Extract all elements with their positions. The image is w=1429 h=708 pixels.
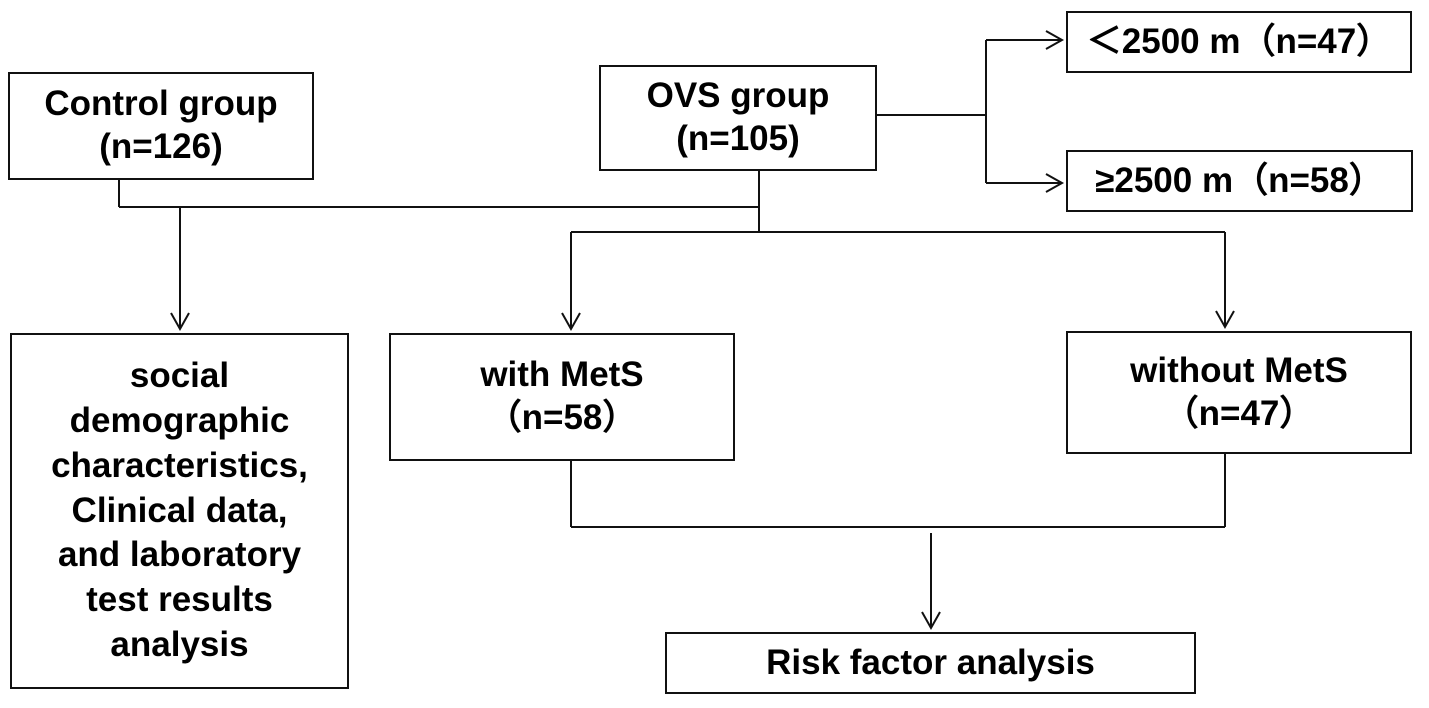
with-mets-title: with MetS bbox=[480, 355, 644, 395]
high-altitude-label: ≥2500 m（n=58） bbox=[1095, 160, 1384, 200]
low-altitude-label: ＜2500 m（n=47） bbox=[1086, 21, 1392, 61]
ovs-group-title: OVS group bbox=[646, 76, 830, 116]
analysis-line: demographic bbox=[69, 401, 290, 440]
arrowhead-risk bbox=[921, 611, 941, 631]
arrowhead-social bbox=[170, 312, 190, 332]
arrowhead-with-mets bbox=[561, 312, 581, 332]
low-altitude-box: ＜2500 m（n=47） bbox=[1066, 11, 1412, 73]
without-mets-title: without MetS bbox=[1130, 350, 1348, 390]
analysis-description-box: social demographic characteristics, Clin… bbox=[10, 333, 349, 689]
control-group-box: Control group (n=126) bbox=[8, 72, 314, 180]
analysis-line: Clinical data, bbox=[71, 490, 288, 530]
analysis-line: test results bbox=[86, 580, 273, 620]
control-group-count: (n=126) bbox=[99, 127, 223, 166]
arrowhead-without-mets bbox=[1215, 310, 1235, 330]
ovs-group-box: OVS group (n=105) bbox=[599, 65, 877, 171]
ovs-group-count: (n=105) bbox=[676, 119, 800, 158]
risk-factor-label: Risk factor analysis bbox=[766, 642, 1095, 682]
control-group-title: Control group bbox=[44, 84, 278, 124]
without-mets-box: without MetS （n=47） bbox=[1066, 331, 1412, 454]
analysis-line: and laboratory bbox=[57, 535, 302, 575]
analysis-line: characteristics, bbox=[51, 445, 308, 485]
with-mets-box: with MetS （n=58） bbox=[389, 333, 735, 461]
analysis-line: analysis bbox=[110, 624, 249, 664]
risk-factor-box: Risk factor analysis bbox=[665, 632, 1196, 694]
high-altitude-box: ≥2500 m（n=58） bbox=[1066, 150, 1413, 212]
analysis-line: social bbox=[129, 356, 230, 396]
without-mets-count: （n=47） bbox=[1163, 393, 1315, 433]
arrowhead-high-altitude bbox=[1045, 173, 1065, 193]
arrowhead-low-altitude bbox=[1045, 30, 1065, 50]
with-mets-count: （n=58） bbox=[486, 398, 638, 437]
